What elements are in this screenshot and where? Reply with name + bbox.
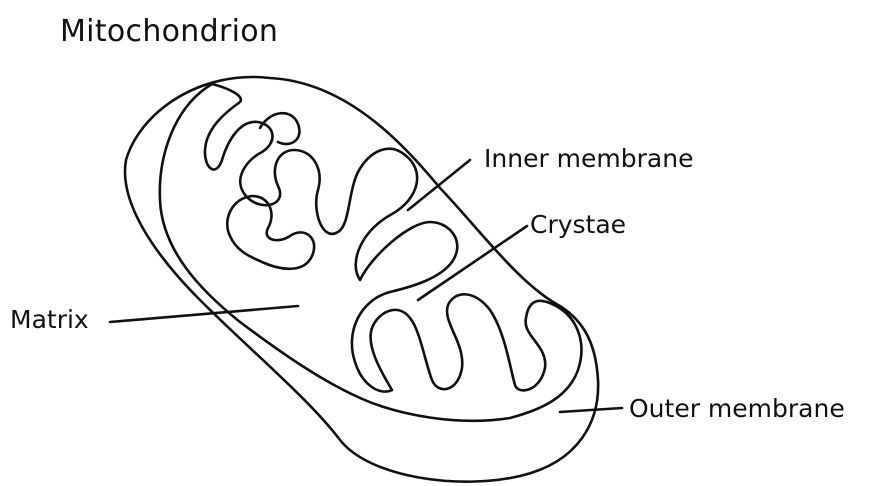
crista-pocket: [227, 196, 314, 269]
matrix-label: Matrix: [10, 305, 89, 334]
outer-membrane-pointer: [560, 408, 622, 412]
inner-membrane-label: Inner membrane: [484, 144, 693, 173]
crystae-label: Crystae: [530, 210, 626, 239]
outer-membrane-label: Outer membrane: [629, 394, 845, 423]
crista-fold-top: [260, 113, 299, 144]
matrix-pointer: [110, 306, 298, 322]
crystae-pointer: [418, 226, 527, 300]
inner-membrane-outline: [160, 84, 582, 421]
